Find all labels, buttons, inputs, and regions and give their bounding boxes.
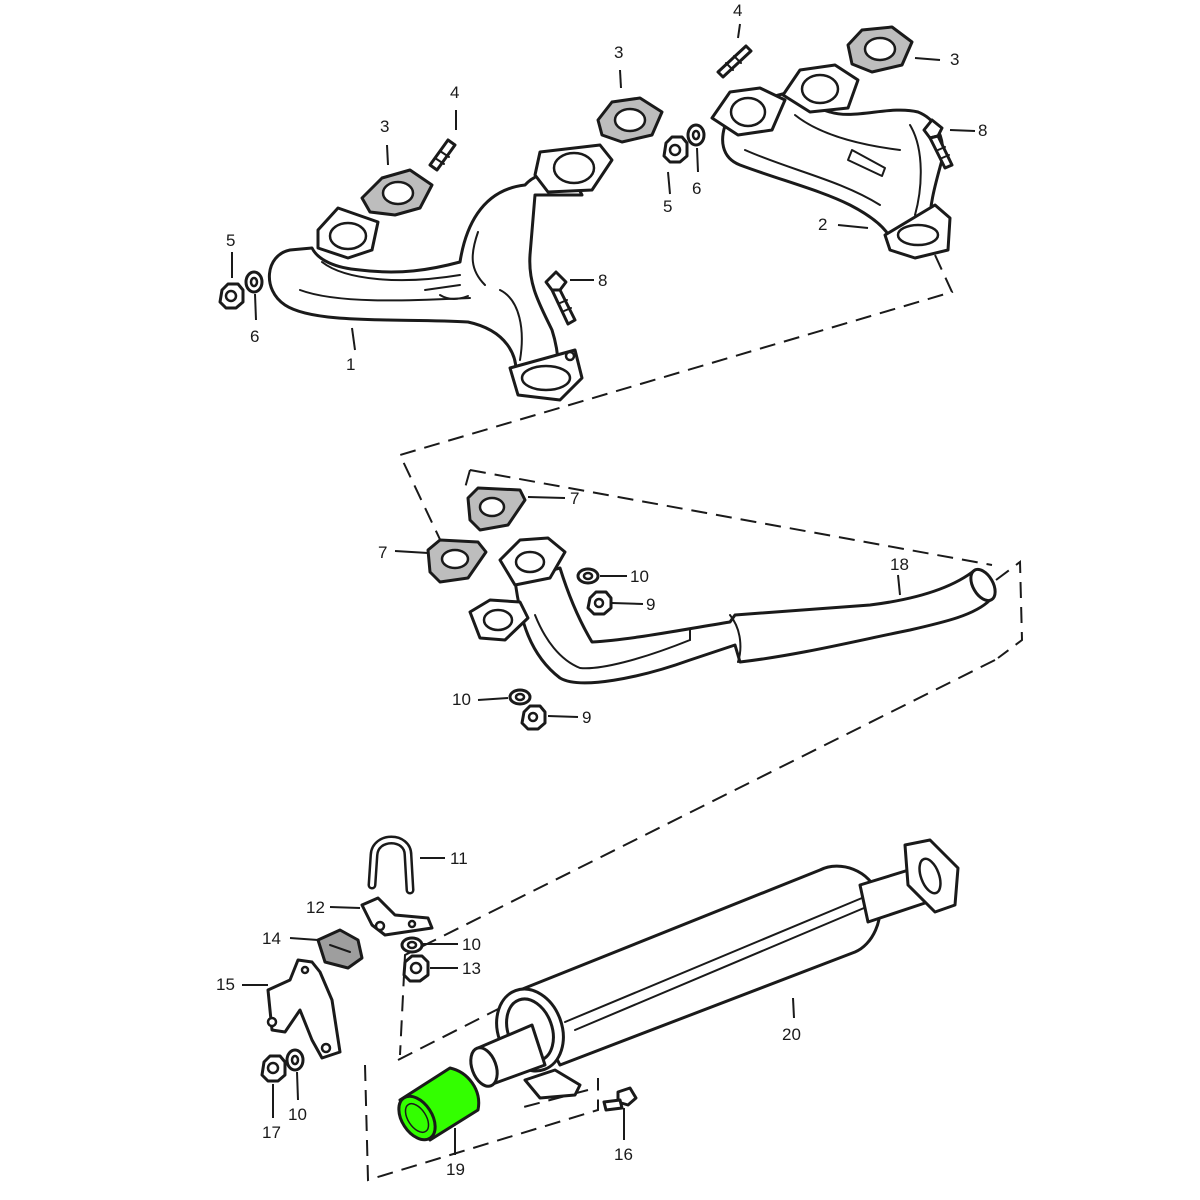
rubber-mount xyxy=(316,928,364,970)
callout-9: 9 xyxy=(646,595,655,614)
callout-6: 6 xyxy=(250,327,259,346)
bolt-right xyxy=(922,118,954,170)
callout-5: 5 xyxy=(226,231,235,250)
exhaust-manifold-right xyxy=(710,63,952,260)
callout-2: 2 xyxy=(818,215,827,234)
callout-18: 18 xyxy=(890,555,909,574)
washer-pipe-lower xyxy=(508,688,532,706)
callout-19: 19 xyxy=(446,1160,465,1179)
callout-14: 14 xyxy=(262,929,281,948)
nut-bracket xyxy=(402,954,430,983)
hanger-bracket xyxy=(266,958,342,1060)
callout-10: 10 xyxy=(630,567,649,586)
stud-left xyxy=(428,138,457,172)
gasket-manifold-left xyxy=(360,168,434,217)
bolt-left xyxy=(544,270,577,326)
gasket-pipe-left xyxy=(426,538,488,584)
front-exhaust-pipe xyxy=(468,536,997,685)
callout-8: 8 xyxy=(598,271,607,290)
callout-6: 6 xyxy=(692,179,701,198)
nut-left xyxy=(218,282,245,310)
callout-8: 8 xyxy=(978,121,987,140)
callout-labels: 1 2 3 3 3 4 4 5 5 6 6 8 8 7 7 10 9 18 10… xyxy=(216,1,987,1179)
callout-3: 3 xyxy=(380,117,389,136)
u-bolt-clamp xyxy=(367,835,415,895)
nut-hanger xyxy=(260,1054,287,1083)
callout-3: 3 xyxy=(614,43,623,62)
callout-15: 15 xyxy=(216,975,235,994)
callout-3: 3 xyxy=(950,50,959,69)
bolt-muffler xyxy=(602,1086,638,1112)
callout-10: 10 xyxy=(288,1105,307,1124)
callout-11: 11 xyxy=(450,849,468,868)
callout-7: 7 xyxy=(378,543,387,562)
nut-pipe-upper xyxy=(586,590,613,616)
stud-right xyxy=(716,44,753,79)
muffler xyxy=(469,838,960,1100)
washer-hanger xyxy=(285,1048,305,1072)
gasket-pipe-upper xyxy=(466,486,527,532)
callout-4: 4 xyxy=(733,1,742,20)
washer-bracket xyxy=(400,936,424,954)
washer-left xyxy=(244,270,264,294)
callout-20: 20 xyxy=(782,1025,801,1044)
gasket-manifold-center xyxy=(596,96,664,144)
callout-leaders xyxy=(231,23,976,1155)
nut-pipe-lower xyxy=(520,704,547,731)
callout-1: 1 xyxy=(346,355,355,374)
clamp-bracket xyxy=(360,896,434,937)
callout-13: 13 xyxy=(462,959,481,978)
callout-12: 12 xyxy=(306,898,325,917)
callout-10: 10 xyxy=(452,690,471,709)
callout-16: 16 xyxy=(614,1145,633,1164)
highlighted-sleeve xyxy=(397,1066,481,1142)
assembly-dashed-lines xyxy=(364,254,1024,1182)
washer-pipe-upper xyxy=(576,567,600,585)
nut-right xyxy=(662,135,689,164)
callout-17: 17 xyxy=(262,1123,281,1142)
callout-5: 5 xyxy=(663,197,672,216)
callout-10: 10 xyxy=(462,935,481,954)
gasket-manifold-right xyxy=(846,25,914,74)
exhaust-manifold-left xyxy=(268,143,614,402)
washer-right xyxy=(686,123,706,147)
callout-4: 4 xyxy=(450,83,459,102)
callout-7: 7 xyxy=(570,489,579,508)
callout-9: 9 xyxy=(582,708,591,727)
